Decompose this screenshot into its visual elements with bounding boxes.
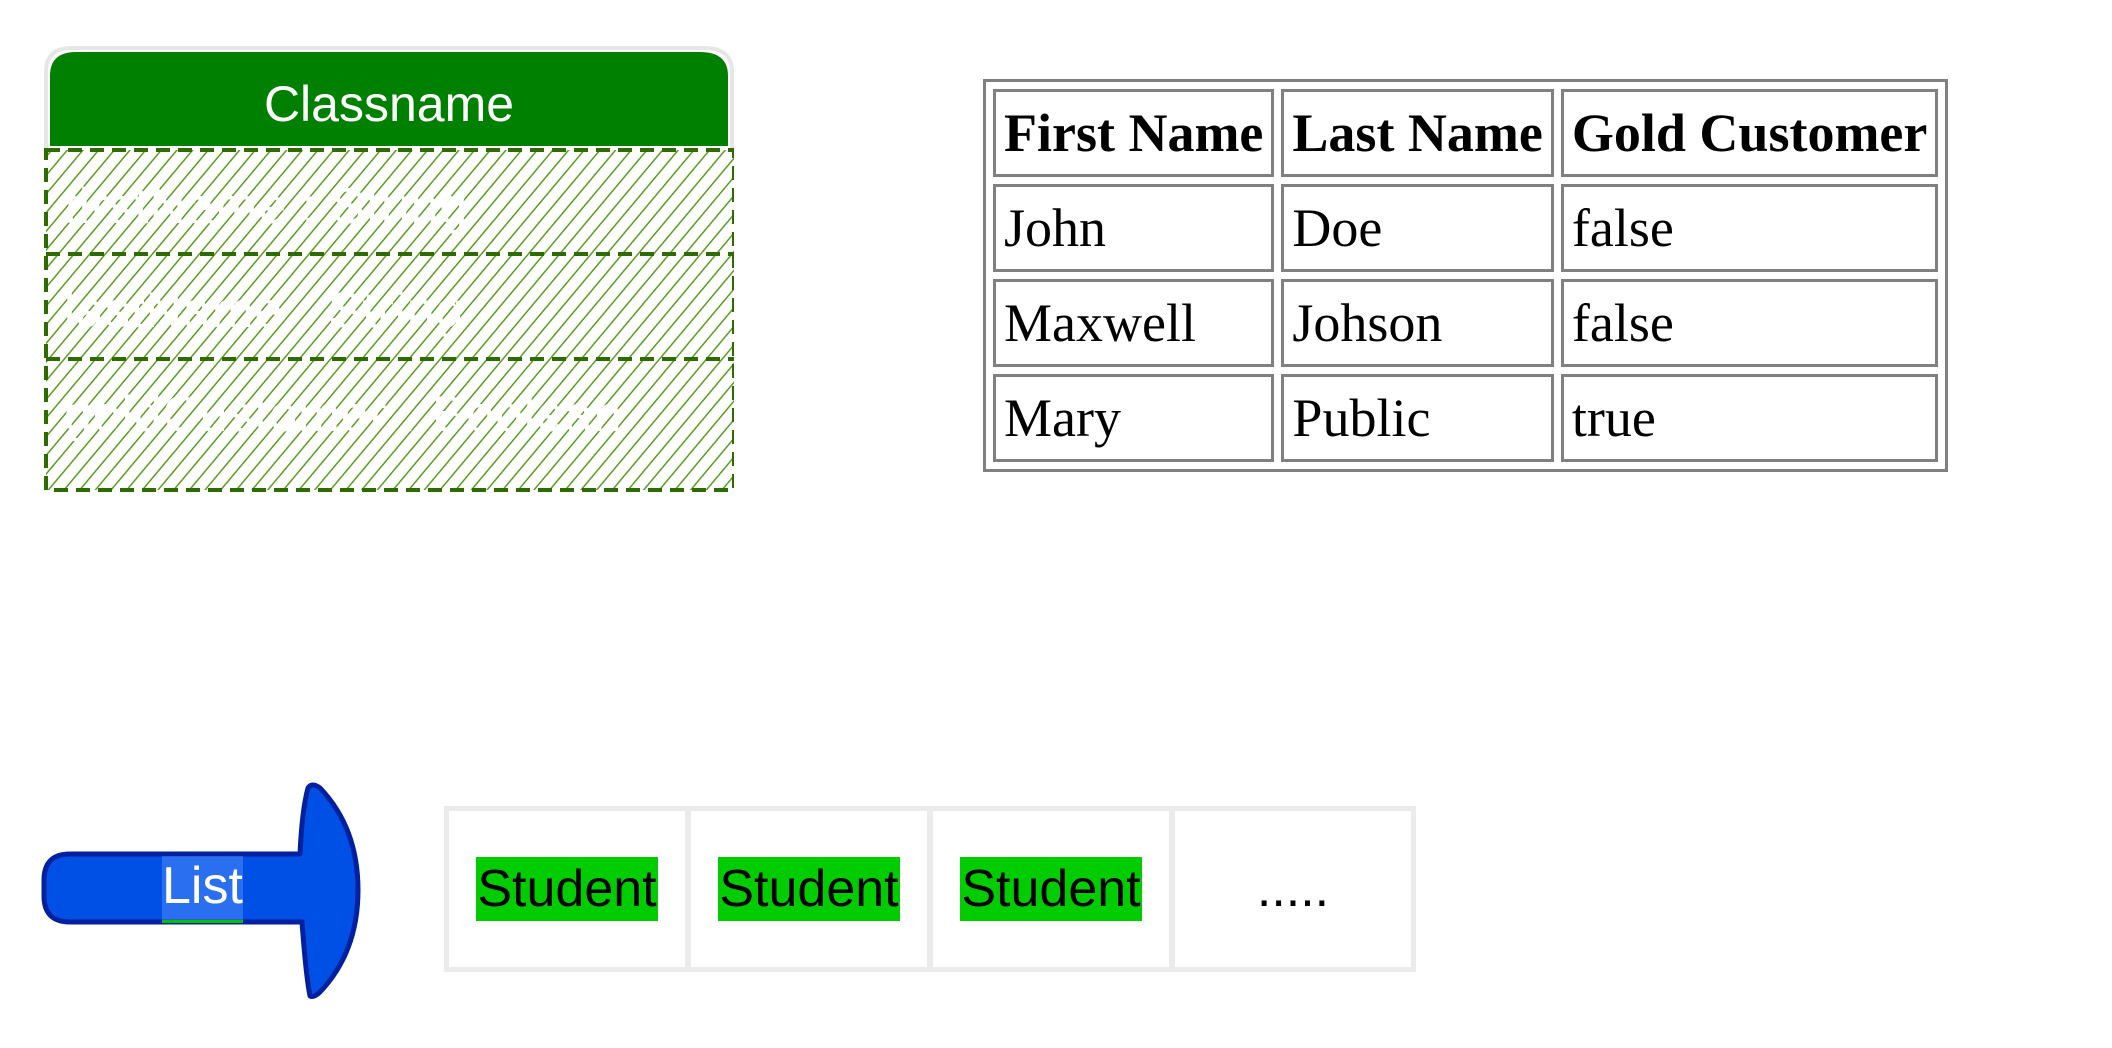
student-chip: Student — [476, 857, 658, 921]
list-item: Student — [933, 811, 1169, 967]
table-cell: false — [1560, 184, 1939, 272]
list-label: List — [162, 856, 243, 923]
column-header-last-name: Last Name — [1281, 89, 1554, 177]
right-arrow-icon — [41, 782, 361, 999]
table-cell: Public — [1281, 374, 1554, 462]
class-field-first-name: firstName : String — [64, 178, 469, 234]
column-header-first-name: First Name — [993, 89, 1275, 177]
table-row: Maxwell Johson false — [993, 279, 1939, 367]
table-cell: Johson — [1281, 279, 1554, 367]
table-cell: false — [1560, 279, 1939, 367]
table-cell: John — [993, 184, 1275, 272]
class-field-last-name: lastName : String — [64, 282, 465, 338]
student-list: Student Student Student ..... — [444, 806, 1416, 972]
student-chip: Student — [960, 857, 1142, 921]
class-field-gold-customer: goldCustomer : Boolean — [64, 386, 623, 442]
table-cell: Doe — [1281, 184, 1554, 272]
class-title: Classname — [263, 76, 515, 132]
list-arrow: List — [40, 780, 370, 1000]
list-item: Student — [449, 811, 685, 967]
list-item-ellipsis: ..... — [1175, 811, 1411, 967]
table-cell: Maxwell — [993, 279, 1275, 367]
class-box-shape — [44, 46, 734, 492]
table-cell: true — [1560, 374, 1939, 462]
class-box: Classname firstName : String lastName : … — [44, 46, 734, 496]
table-row: Mary Public true — [993, 374, 1939, 462]
table-header-row: First Name Last Name Gold Customer — [993, 89, 1939, 177]
column-header-gold-customer: Gold Customer — [1560, 89, 1939, 177]
student-chip: Student — [718, 857, 900, 921]
customer-table: First Name Last Name Gold Customer John … — [983, 79, 1949, 472]
list-item: Student — [691, 811, 927, 967]
ellipsis-text: ..... — [1256, 860, 1330, 918]
table-cell: Mary — [993, 374, 1275, 462]
class-header — [50, 52, 728, 146]
table-row: John Doe false — [993, 184, 1939, 272]
class-body — [46, 150, 734, 490]
